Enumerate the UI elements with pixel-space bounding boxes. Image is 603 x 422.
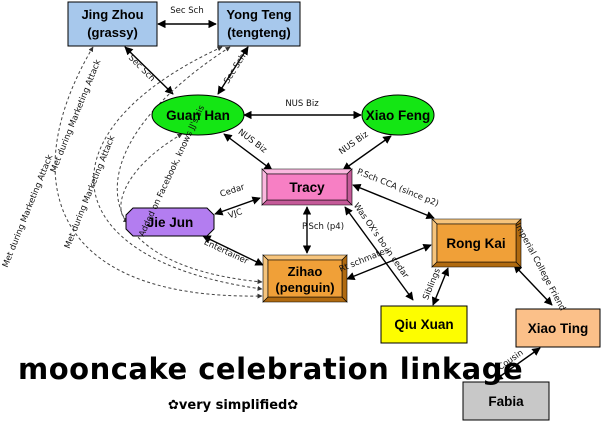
label-entertainer: Entertainer <box>202 238 250 267</box>
node-yong-teng-name: Yong Teng <box>226 7 291 22</box>
node-tracy-bevel <box>261 168 353 175</box>
node-fabia-box <box>462 381 550 421</box>
edges-solid <box>124 19 553 381</box>
node-xiao-ting: Xiao Ting <box>515 308 601 348</box>
edge-rongkai-qiuxuan <box>431 267 450 306</box>
subtitle-right-ornament: ✿ <box>287 398 299 413</box>
node-tracy-label: Tracy <box>289 180 325 195</box>
node-yong-teng-nickname: (tengteng) <box>227 25 291 40</box>
node-jie-jun: Jie Jun <box>125 207 215 237</box>
node-jing-zhou-nickname: (grassy) <box>87 25 138 40</box>
node-jie-jun-label: Jie Jun <box>147 215 194 230</box>
node-jing-zhou-name: Jing Zhou <box>81 7 143 22</box>
node-zihao-bevel-bottom <box>262 296 348 303</box>
edge-xiaoting-fabia <box>494 347 541 381</box>
edge-zihao-rongkai <box>346 243 432 281</box>
label-cedar: Cedar <box>219 182 247 199</box>
subtitle-text: very simplified <box>178 398 288 413</box>
node-tracy-face <box>266 173 348 201</box>
node-jing-zhou: Jing Zhou (grassy) <box>67 1 158 47</box>
label-nus-biz-left: NUS Biz <box>236 127 269 155</box>
node-zihao-face <box>267 259 343 298</box>
node-fabia-label: Fabia <box>488 394 524 409</box>
node-tracy-bevel-right <box>346 168 353 206</box>
subtitle-left-ornament: ✿ <box>168 398 179 413</box>
node-yong-teng-box <box>217 1 301 47</box>
node-zihao-name: Zihao <box>288 264 323 279</box>
node-rong-kai-label: Rong Kai <box>446 236 505 251</box>
node-fabia: Fabia <box>462 381 550 421</box>
node-rong-kai: Rong Kai <box>431 218 522 268</box>
label-nus-biz-right: NUS Biz <box>337 129 370 157</box>
label-nus-biz-top: NUS Biz <box>285 99 319 109</box>
label-vjc: VJC <box>227 207 244 221</box>
label-met-marketing-3: Met during Marketing Attack <box>1 153 56 269</box>
node-xiao-ting-label: Xiao Ting <box>528 321 589 336</box>
node-tracy: Tracy <box>261 168 353 206</box>
label-siblings: Siblings <box>421 267 443 302</box>
label-met-marketing-2: Met during Marketing Attack <box>63 134 118 250</box>
diagram-subtitle: ✿very simplified✿ <box>168 398 298 413</box>
edge-rongkai-xiaoting <box>513 264 553 306</box>
edge-yongteng-zihao-dashed <box>93 46 263 291</box>
edge-jingzhou-zihao-dashed <box>54 46 263 299</box>
node-rong-kai-bevel-top <box>431 218 522 225</box>
node-tracy-bevel-bottom <box>261 199 353 206</box>
node-yong-teng: Yong Teng (tengteng) <box>217 1 301 47</box>
label-was-gfs: Was OX's bo in cedar <box>351 201 411 280</box>
node-xiao-feng-label: Xiao Feng <box>366 108 431 123</box>
node-rong-kai-face <box>436 223 517 263</box>
node-zihao: Zihao (penguin) <box>262 254 348 303</box>
node-rong-kai-bevel-left <box>431 218 438 268</box>
node-qiu-xuan-box <box>380 305 468 344</box>
label-sec-sch-right: Sec Sch <box>222 52 248 86</box>
label-met-marketing-1: Met during Marketing Attack <box>49 58 104 174</box>
node-zihao-bevel-left <box>262 254 269 303</box>
node-zihao-nickname: (penguin) <box>275 280 334 295</box>
label-psch-p4: P.Sch (p4) <box>302 222 344 232</box>
edges-dashed <box>54 46 263 299</box>
node-xiao-feng: Xiao Feng <box>361 94 435 136</box>
node-xiao-ting-box <box>515 308 601 348</box>
node-guan-han-ellipse <box>151 94 245 136</box>
node-qiu-xuan: Qiu Xuan <box>380 305 468 344</box>
diagram-title: mooncake celebration linkage <box>18 352 524 386</box>
node-zihao-bevel-top <box>262 254 348 261</box>
node-rong-kai-bevel-bottom <box>431 261 522 268</box>
node-tracy-bevel-left <box>261 168 268 206</box>
node-jing-zhou-box <box>67 1 158 47</box>
edge-yongteng-zihao-dashed-2 <box>116 46 263 285</box>
label-sec-sch-top: Sec Sch <box>170 6 203 16</box>
node-guan-han-label: Guan Han <box>166 108 230 123</box>
node-qiu-xuan-label: Qiu Xuan <box>394 317 453 332</box>
edge-tracy-rongkai <box>352 183 435 220</box>
label-sec-sch-left: Sec Sch <box>126 53 157 84</box>
node-xiao-feng-ellipse <box>361 94 435 136</box>
node-jie-jun-shape <box>125 207 215 237</box>
node-guan-han: Guan Han <box>151 94 245 136</box>
edge-xiaofeng-tracy <box>342 135 392 171</box>
